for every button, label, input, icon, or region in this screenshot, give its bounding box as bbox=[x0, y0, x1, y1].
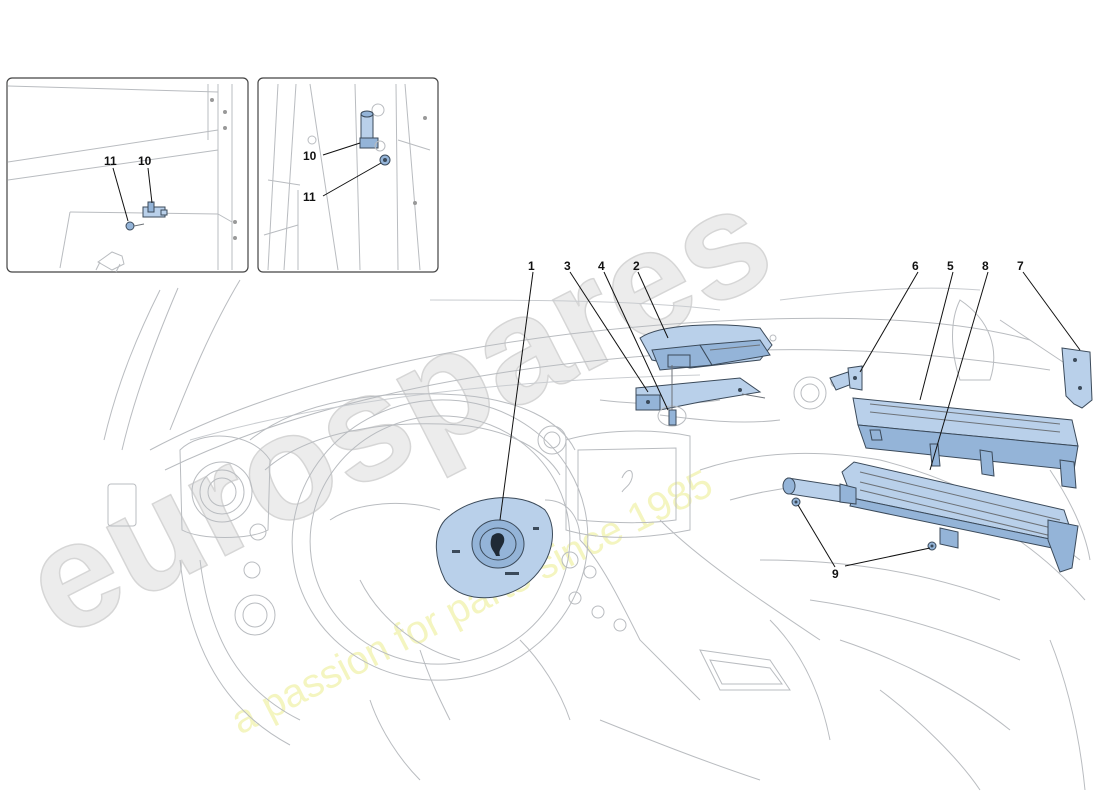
callout-3: 3 bbox=[564, 259, 571, 273]
callouts: 1 3 4 2 6 5 8 7 9 bbox=[528, 259, 1024, 581]
callout-10-right: 10 bbox=[303, 149, 317, 163]
part-7-bracket bbox=[1061, 347, 1093, 409]
part-3-bracket bbox=[635, 377, 766, 411]
inset-right-frame bbox=[257, 77, 439, 273]
part-2-passenger-airbag bbox=[639, 324, 777, 371]
callout-8: 8 bbox=[982, 259, 989, 273]
dashboard-line-art bbox=[103, 279, 1091, 791]
sensor-body-left bbox=[147, 201, 155, 213]
callout-11-right: 11 bbox=[303, 190, 316, 204]
callout-11-left: 11 bbox=[104, 154, 117, 168]
callout-9: 9 bbox=[832, 567, 839, 581]
screw-part-11-left bbox=[125, 221, 135, 231]
leader-lines bbox=[499, 271, 1081, 568]
part-6-bracket bbox=[829, 365, 863, 391]
inset-left: 10 11 bbox=[6, 77, 249, 273]
callout-6: 6 bbox=[912, 259, 919, 273]
part-8-passenger-knee-airbag bbox=[782, 461, 1079, 573]
callout-5: 5 bbox=[947, 259, 954, 273]
callout-1: 1 bbox=[528, 259, 535, 273]
callout-4: 4 bbox=[598, 259, 605, 273]
part-5-knee-airbag-rail bbox=[852, 397, 1079, 489]
inset-left-frame bbox=[6, 77, 249, 273]
callout-2: 2 bbox=[633, 259, 640, 273]
callout-10-left: 10 bbox=[138, 154, 152, 168]
sensor-part-10-right bbox=[360, 113, 374, 141]
callout-7: 7 bbox=[1017, 259, 1024, 273]
inset-right: 10 11 bbox=[257, 77, 439, 273]
part-1-driver-airbag bbox=[435, 497, 553, 599]
part-4-connector bbox=[657, 365, 687, 427]
part-9-screws bbox=[791, 497, 937, 551]
